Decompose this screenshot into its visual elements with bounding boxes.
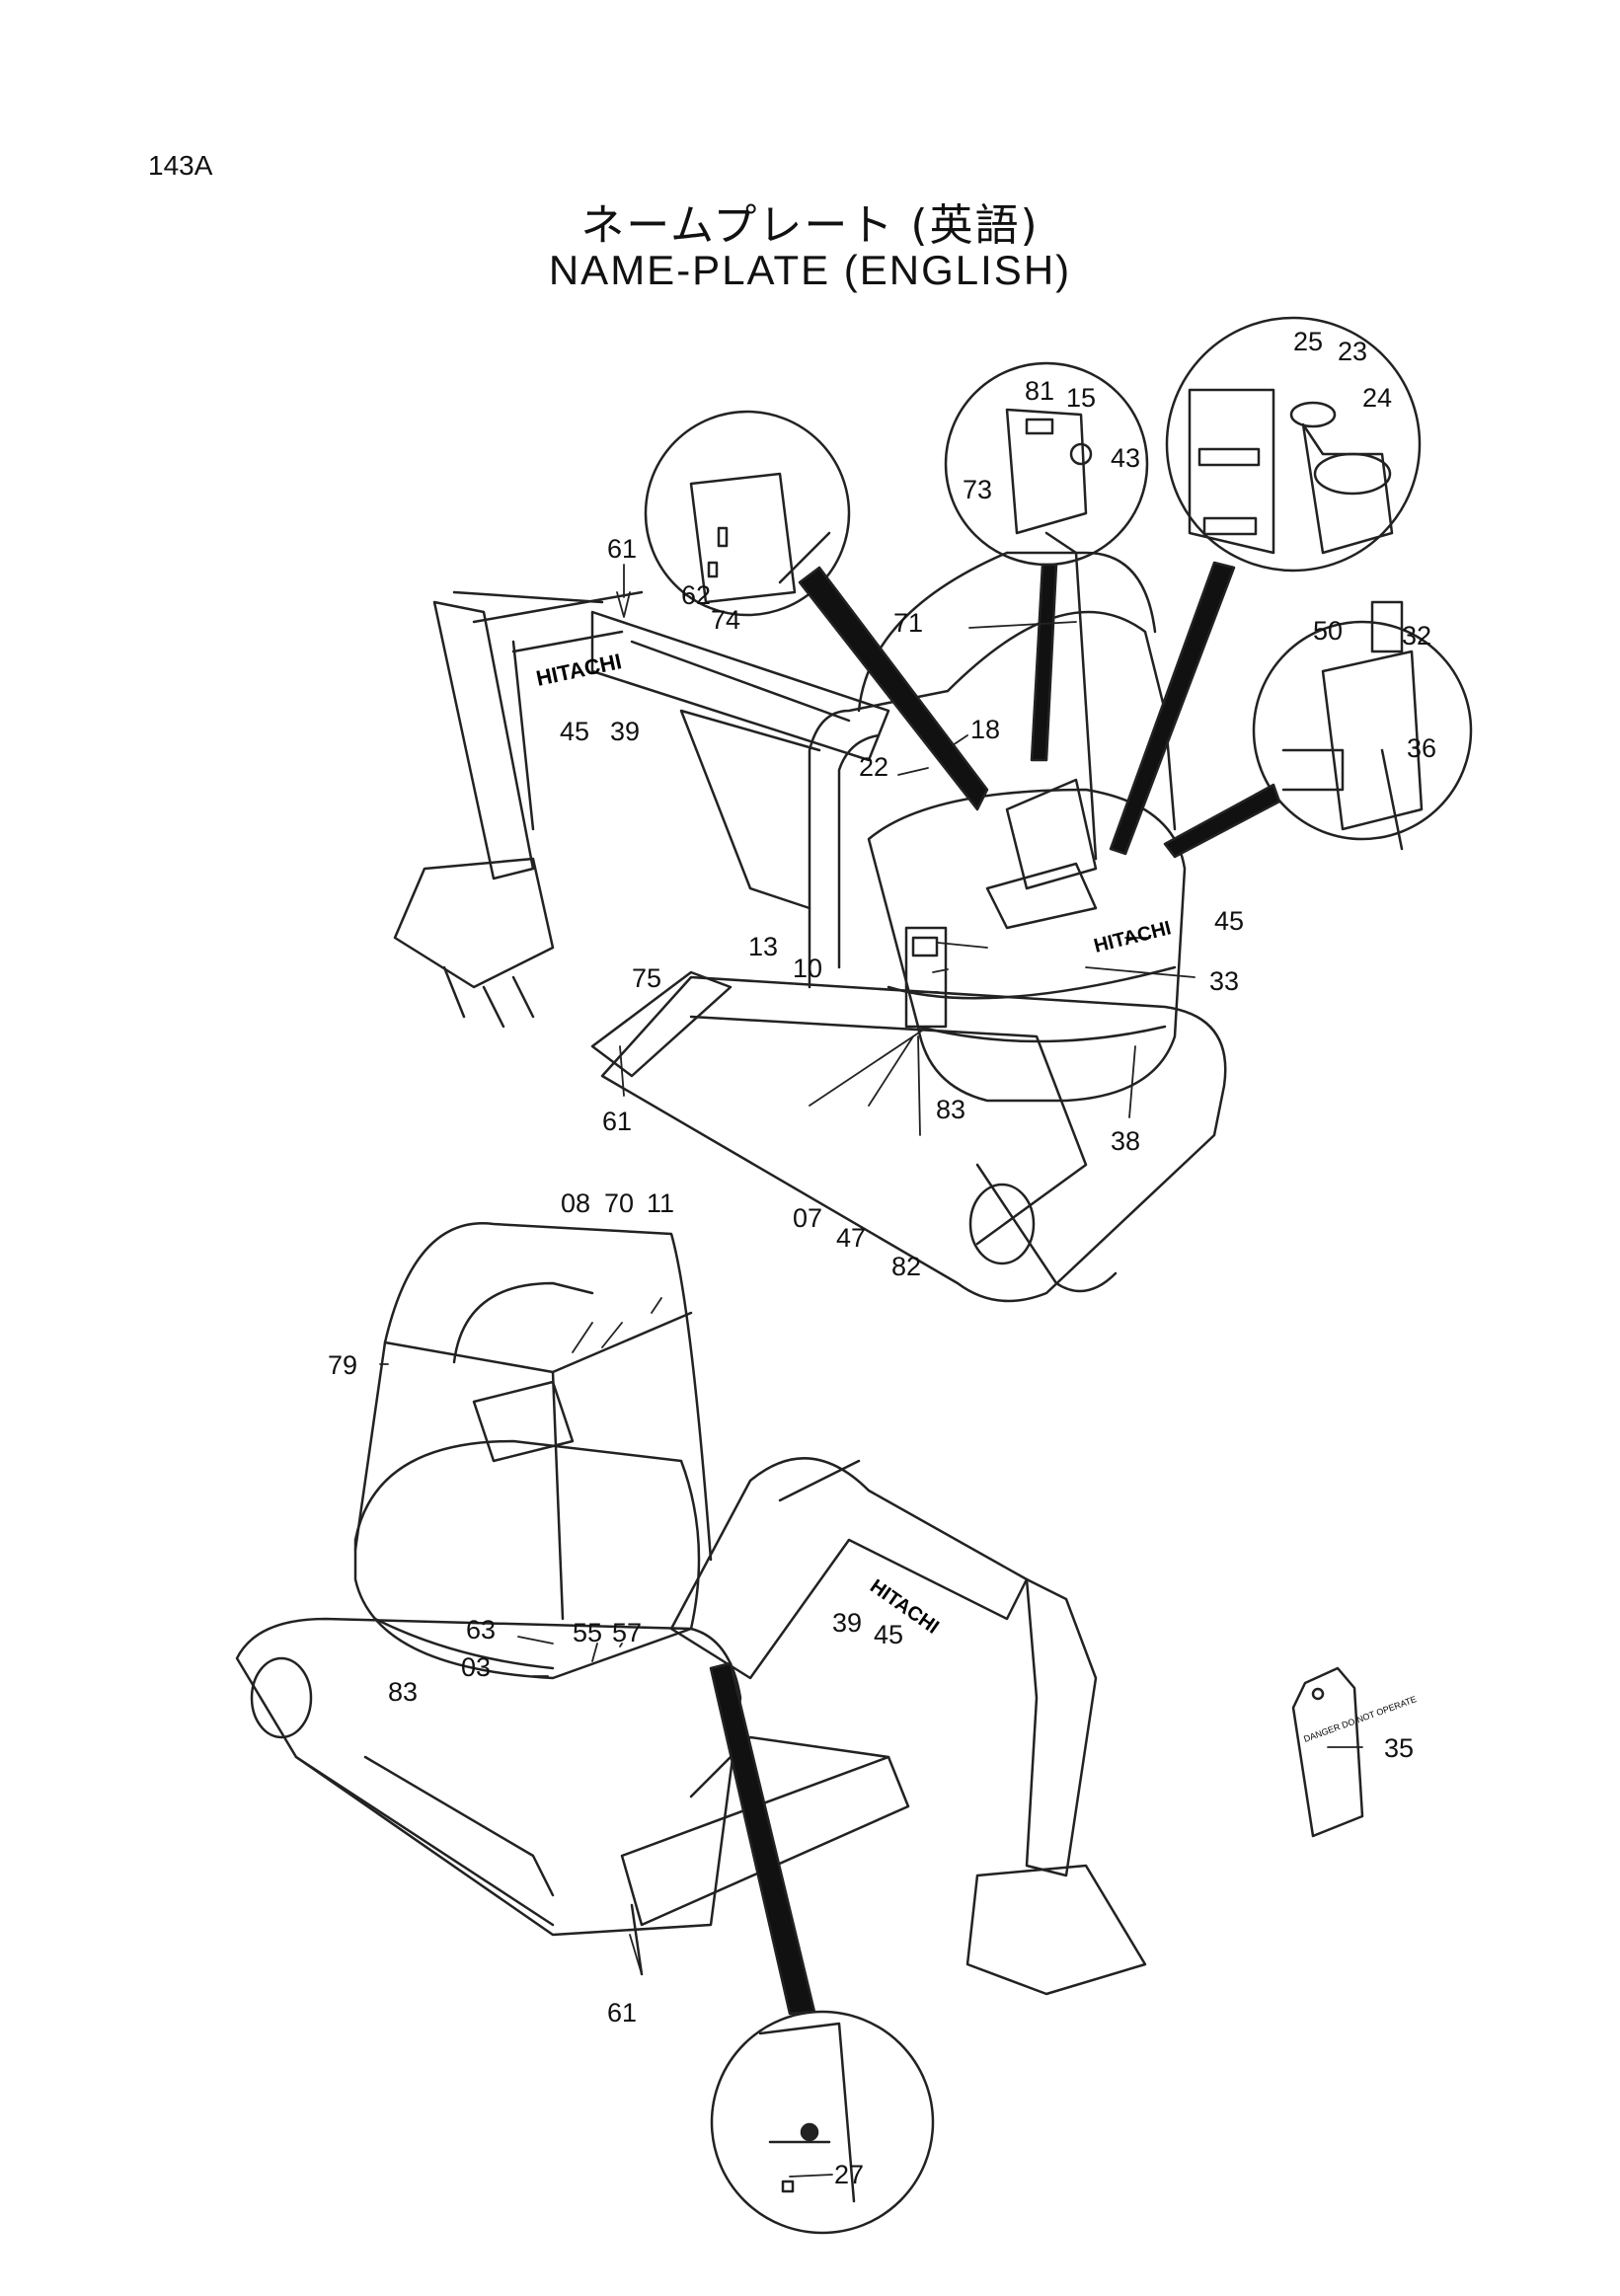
- callout-labels: 61 62 74 45 39 81 15 43 73 25 23 24 71 1…: [328, 327, 1436, 2189]
- callout-label: 36: [1407, 733, 1436, 763]
- page-number: 143A: [148, 150, 213, 181]
- callout-label: 70: [604, 1188, 634, 1218]
- callout-label: 10: [793, 954, 822, 983]
- pointer-valve: [1163, 783, 1281, 859]
- danger-tag-drawing: [1291, 1666, 1364, 1838]
- callout-label: 63: [466, 1615, 496, 1645]
- pointer-monitor: [798, 566, 989, 811]
- callout-label: 15: [1066, 383, 1096, 413]
- callout-label: 03: [461, 1652, 491, 1682]
- callout-label: 25: [1293, 327, 1323, 356]
- callout-label: 24: [1362, 383, 1392, 413]
- callout-label: 39: [832, 1608, 862, 1638]
- callout-label: 83: [936, 1095, 965, 1124]
- page-title-english: NAME-PLATE (ENGLISH): [548, 247, 1072, 293]
- callout-label: 73: [963, 475, 992, 504]
- callout-label: 45: [874, 1620, 903, 1649]
- callout-label: 82: [891, 1252, 921, 1281]
- callout-label: 62: [681, 580, 711, 610]
- pointer-blade-label: [709, 1661, 816, 2016]
- callout-label: 61: [607, 534, 637, 564]
- excavator-bottom-view: [235, 1222, 1147, 1996]
- callout-label: 83: [388, 1677, 418, 1707]
- callout-label: 38: [1111, 1126, 1140, 1156]
- pointer-switch-panel: [1030, 563, 1058, 762]
- callout-label: 74: [711, 605, 740, 635]
- callout-label: 13: [748, 932, 778, 961]
- excavator-top-view: [393, 551, 1227, 1303]
- callout-label: 22: [859, 752, 888, 782]
- callout-label: 08: [561, 1188, 590, 1218]
- callout-label: 32: [1402, 621, 1431, 651]
- hitachi-logo-boom-top: HITACHI: [534, 649, 624, 691]
- page-title-japanese: ネームプレート (英語): [580, 200, 1040, 251]
- callout-label: 35: [1384, 1733, 1414, 1763]
- pointer-fuel-tank: [1109, 561, 1236, 856]
- callout-label: 39: [610, 717, 640, 746]
- callout-label: 07: [793, 1203, 822, 1233]
- detail-circle-monitor: [644, 410, 851, 617]
- callout-label: 81: [1025, 376, 1054, 406]
- callout-label: 47: [836, 1223, 866, 1253]
- callout-label: 27: [834, 2160, 864, 2189]
- callout-label: 61: [602, 1107, 632, 1136]
- callout-label: 71: [893, 608, 923, 638]
- callout-label: 55: [573, 1618, 602, 1647]
- callout-label: 79: [328, 1350, 357, 1380]
- detail-circle-valve: [1252, 600, 1473, 851]
- callout-label: 11: [647, 1188, 674, 1218]
- callout-label: 57: [612, 1618, 642, 1647]
- leader-lines: [379, 564, 1363, 2178]
- callout-label: 23: [1338, 337, 1367, 366]
- callout-label: 18: [970, 715, 1000, 744]
- detail-circle-fuel-tank: [1165, 316, 1422, 573]
- callout-label: 50: [1313, 616, 1343, 646]
- hitachi-logo-body-top: HITACHI: [1092, 917, 1174, 957]
- callout-label: 45: [1214, 906, 1244, 936]
- detail-circle-blade-label: [710, 2010, 935, 2235]
- callout-label: 43: [1111, 443, 1140, 473]
- hitachi-decal-boom-top: [511, 630, 624, 653]
- callout-label: 45: [560, 717, 589, 746]
- callout-label: 33: [1209, 966, 1239, 996]
- callout-label: 61: [607, 1998, 637, 2028]
- callout-label: 75: [632, 963, 661, 993]
